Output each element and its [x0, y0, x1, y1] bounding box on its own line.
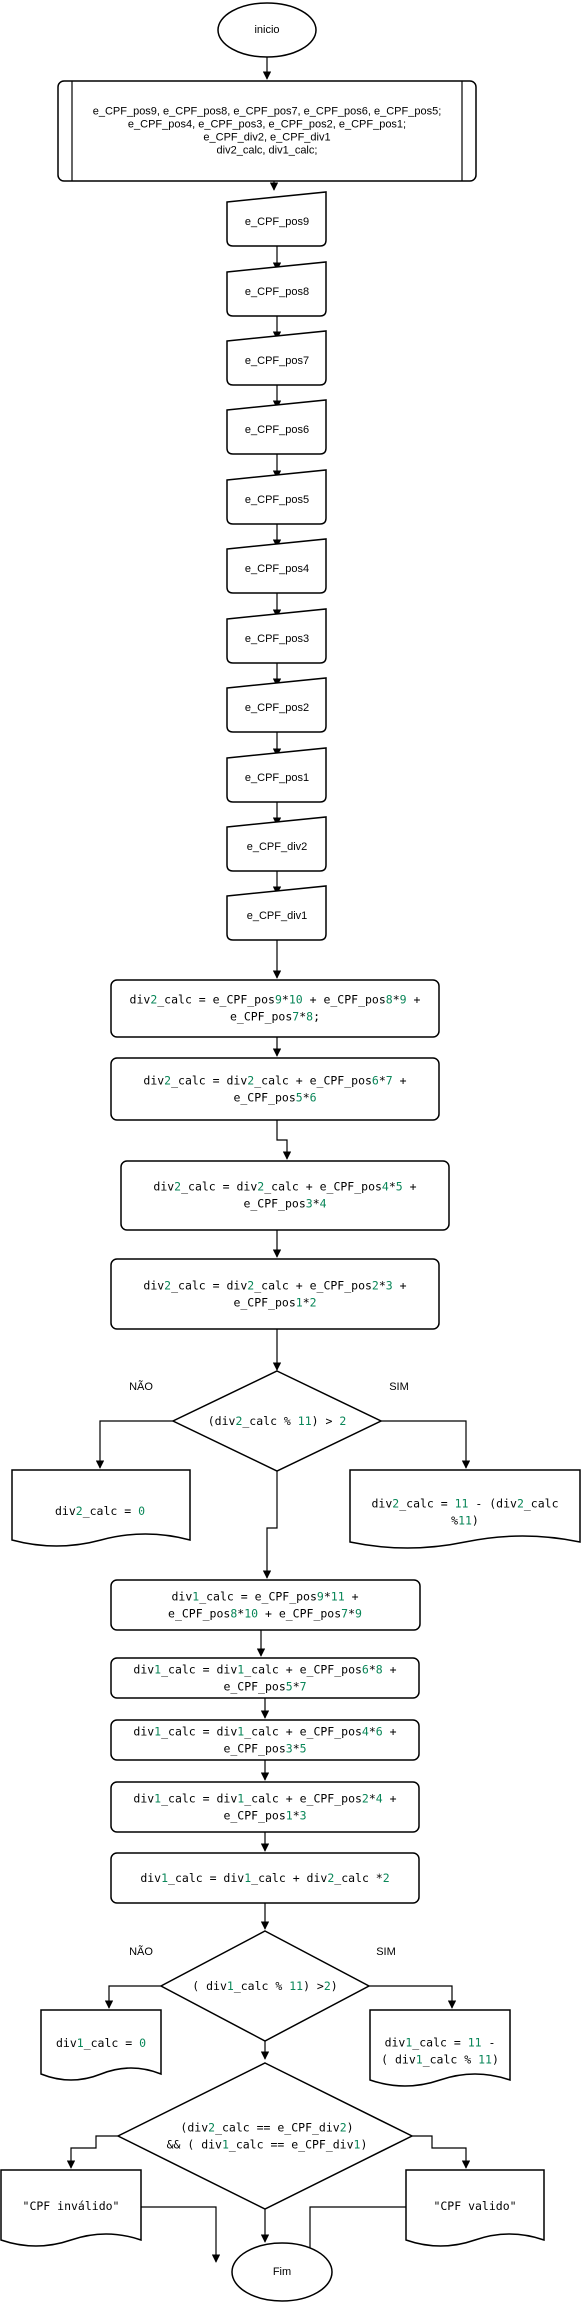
- div2-step-text: e_CPF_pos5*6: [233, 1091, 316, 1105]
- input-e-cpf-pos5: [226, 469, 327, 525]
- decision1-no-text: div2_calc = 0: [55, 1504, 145, 1518]
- input-e-cpf-div1: [226, 885, 327, 941]
- connector-arrow: [412, 2135, 471, 2169]
- decision1-no-action: [11, 1469, 191, 1547]
- decision2-yes-label: SIM: [376, 1946, 396, 1958]
- input-label: e_CPF_pos5: [245, 494, 309, 506]
- input-e-cpf-pos9: [226, 191, 327, 247]
- declaration-text: e_CPF_div2, e_CPF_div1: [203, 132, 330, 144]
- div1-step-1: [110, 1579, 421, 1631]
- decision2-yes-action: [369, 2009, 511, 2087]
- end-label: Fim: [273, 2266, 291, 2278]
- decision2-yes-text: ( div1_calc % 11): [381, 2053, 499, 2067]
- div2-step-1: [110, 979, 440, 1038]
- decision2-condition: ( div1_calc % 11) >2): [192, 1979, 337, 1993]
- connector-arrow: [305, 2206, 406, 2263]
- input-e-cpf-pos7: [226, 330, 327, 386]
- input-label: e_CPF_pos6: [245, 424, 309, 436]
- output-cpf-valid: [405, 2169, 545, 2247]
- connector-arrow: [104, 1985, 161, 2009]
- declaration-text: div2_calc, div1_calc;: [217, 145, 318, 157]
- div1-step-text: div1_calc = e_CPF_pos9*11 +: [171, 1590, 358, 1604]
- decision1-yes-label: SIM: [389, 1381, 409, 1393]
- input-label: e_CPF_div2: [247, 841, 308, 853]
- end-terminator: [231, 2242, 333, 2302]
- declaration-block: [57, 80, 477, 182]
- declaration-text: e_CPF_pos4, e_CPF_pos3, e_CPF_pos2, e_CP…: [128, 119, 406, 131]
- div1-step-text: e_CPF_pos8*10 + e_CPF_pos7*9: [168, 1607, 362, 1621]
- output-cpf-invalid: [0, 2169, 142, 2247]
- div2-step-text: div2_calc = div2_calc + e_CPF_pos2*3 +: [143, 1279, 406, 1293]
- connector-arrow: [262, 1471, 278, 1579]
- start-terminator: [217, 2, 317, 58]
- connector-arrow: [95, 1420, 173, 1469]
- decision2-no-action: [40, 2009, 162, 2081]
- output-valid-text: "CPF valido": [433, 2199, 516, 2213]
- div1-step-3: [110, 1719, 420, 1761]
- input-e-cpf-pos4: [226, 538, 327, 594]
- div1-step-text: e_CPF_pos3*5: [223, 1742, 306, 1756]
- input-label: e_CPF_div1: [247, 910, 308, 922]
- connector-arrow: [381, 1420, 471, 1469]
- decision1-yes-action: [349, 1469, 581, 1549]
- decision-check-digits: [116, 2062, 414, 2210]
- div2-step-3: [120, 1160, 450, 1231]
- decision1-no-label: NÃO: [129, 1380, 153, 1393]
- input-label: e_CPF_pos3: [245, 633, 309, 645]
- connector-arrow: [276, 1120, 292, 1160]
- div2-step-4: [110, 1258, 440, 1330]
- input-e-cpf-pos2: [226, 677, 327, 733]
- input-e-cpf-pos8: [226, 261, 327, 317]
- connector-arrow: [369, 1985, 457, 2009]
- div1-step-4: [110, 1781, 420, 1833]
- connector-arrow: [66, 2135, 118, 2169]
- div2-step-text: div2_calc = div2_calc + e_CPF_pos4*5 +: [153, 1180, 416, 1194]
- decision3-condition: (div2_calc == e_CPF_div2): [180, 2121, 353, 2135]
- input-label: e_CPF_pos7: [245, 355, 309, 367]
- connector-arrow: [141, 2206, 221, 2263]
- declaration-text: e_CPF_pos9, e_CPF_pos8, e_CPF_pos7, e_CP…: [93, 106, 442, 118]
- decision2-no-label: NÃO: [129, 1945, 153, 1958]
- div1-step-text: div1_calc = div1_calc + div2_calc *2: [140, 1871, 389, 1885]
- start-label: inicio: [254, 24, 279, 36]
- decision-div1-remainder: [159, 1930, 371, 2042]
- input-label: e_CPF_pos1: [245, 772, 309, 784]
- decision2-yes-text: div1_calc = 11 -: [385, 2036, 496, 2050]
- div1-step-text: div1_calc = div1_calc + e_CPF_pos2*4 +: [133, 1792, 396, 1806]
- div1-step-text: e_CPF_pos1*3: [223, 1809, 306, 1823]
- input-e-cpf-div2: [226, 816, 327, 872]
- div1-step-text: div1_calc = div1_calc + e_CPF_pos4*6 +: [133, 1725, 396, 1739]
- input-label: e_CPF_pos2: [245, 702, 309, 714]
- div2-step-text: e_CPF_pos1*2: [233, 1296, 316, 1310]
- decision1-yes-text: div2_calc = 11 - (div2_calc: [372, 1497, 559, 1511]
- decision1-yes-text: %11): [451, 1514, 479, 1528]
- div1-step-text: e_CPF_pos5*7: [223, 1680, 306, 1694]
- decision1-condition: (div2_calc % 11) > 2: [208, 1414, 347, 1428]
- flow-connectors: [66, 57, 471, 2263]
- input-label: e_CPF_pos4: [245, 563, 309, 575]
- input-e-cpf-pos6: [226, 399, 327, 455]
- div2-step-text: e_CPF_pos7*8;: [230, 1010, 320, 1024]
- decision2-no-text: div1_calc = 0: [56, 2036, 146, 2050]
- div1-step-text: div1_calc = div1_calc + e_CPF_pos6*8 +: [133, 1663, 396, 1677]
- div1-step-2: [110, 1657, 420, 1699]
- decision-div2-remainder: [171, 1370, 383, 1472]
- div2-step-text: div2_calc = div2_calc + e_CPF_pos6*7 +: [143, 1074, 406, 1088]
- output-invalid-text: "CPF inválido": [23, 2199, 120, 2213]
- input-e-cpf-pos3: [226, 608, 327, 664]
- div2-step-2: [110, 1057, 440, 1121]
- decision3-condition: && ( div1_calc == e_CPF_div1): [167, 2138, 368, 2152]
- div1-step-5: [110, 1852, 420, 1904]
- input-label: e_CPF_pos8: [245, 286, 309, 298]
- div2-step-text: div2_calc = e_CPF_pos9*10 + e_CPF_pos8*9…: [130, 993, 421, 1007]
- div2-step-text: e_CPF_pos3*4: [243, 1197, 326, 1211]
- input-label: e_CPF_pos9: [245, 216, 309, 228]
- input-e-cpf-pos1: [226, 747, 327, 803]
